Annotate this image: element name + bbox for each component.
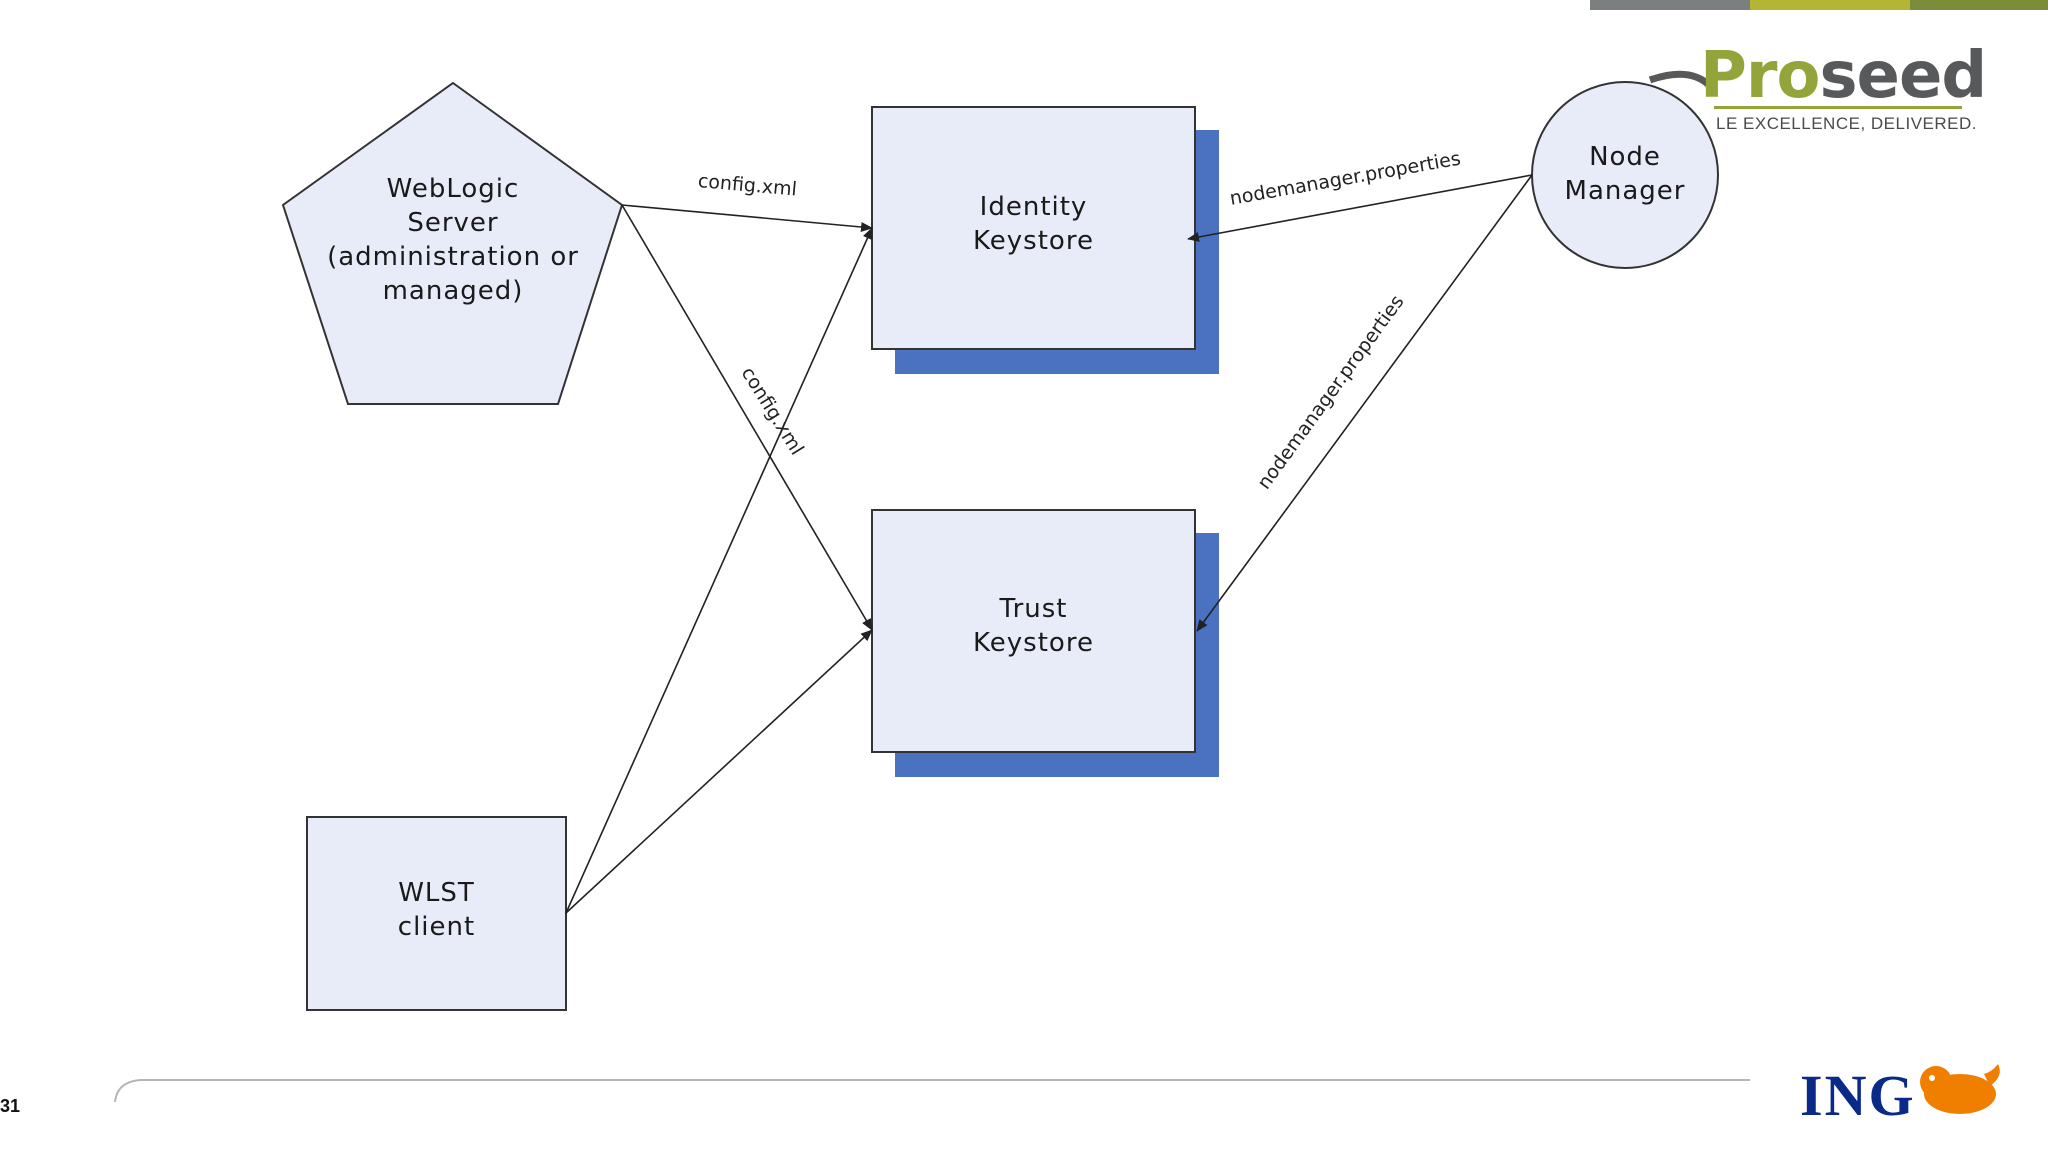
- node-manager-label: Node Manager: [1564, 142, 1686, 206]
- page-number: 31: [0, 1096, 21, 1116]
- trust-keystore-label: Trust Keystore: [973, 594, 1094, 658]
- edge-weblogic-trust: [621, 204, 873, 631]
- weblogic-server-label: WebLogic Server (administration or manag…: [327, 174, 579, 306]
- proseed-logo-pro: Pro: [1700, 39, 1820, 113]
- header-accent-gray: [1590, 0, 1750, 10]
- edge-weblogic-identity: [621, 204, 873, 232]
- proseed-underline: [1714, 106, 1962, 109]
- edge-nodemanager-trust: [1196, 174, 1533, 632]
- ing-lion-icon: [1920, 1064, 2000, 1114]
- ing-logo: ING: [1800, 1063, 1916, 1128]
- identity-keystore-node[interactable]: [871, 106, 1196, 350]
- weblogic-server-node[interactable]: [281, 81, 624, 405]
- proseed-logo-seed: seed: [1819, 39, 1987, 113]
- identity-keystore-label: Identity Keystore: [973, 192, 1094, 256]
- header-accent-green: [1910, 0, 2048, 10]
- trust-keystore-node[interactable]: [871, 509, 1196, 753]
- header-accent-olive: [1750, 0, 1910, 10]
- edge-wlst-identity: [565, 227, 873, 914]
- edge-wlst-trust: [565, 629, 873, 914]
- proseed-tagline: LE EXCELLENCE, DELIVERED.: [1716, 114, 1977, 133]
- proseed-emblem: [1648, 70, 1713, 89]
- wlst-client-node[interactable]: [306, 816, 567, 1011]
- footer-divider: [114, 1079, 1750, 1103]
- edge-nodemanager-identity: [1187, 174, 1533, 242]
- wlst-client-label: WLST client: [397, 878, 476, 942]
- proseed-logo: Proseed: [1700, 44, 1987, 108]
